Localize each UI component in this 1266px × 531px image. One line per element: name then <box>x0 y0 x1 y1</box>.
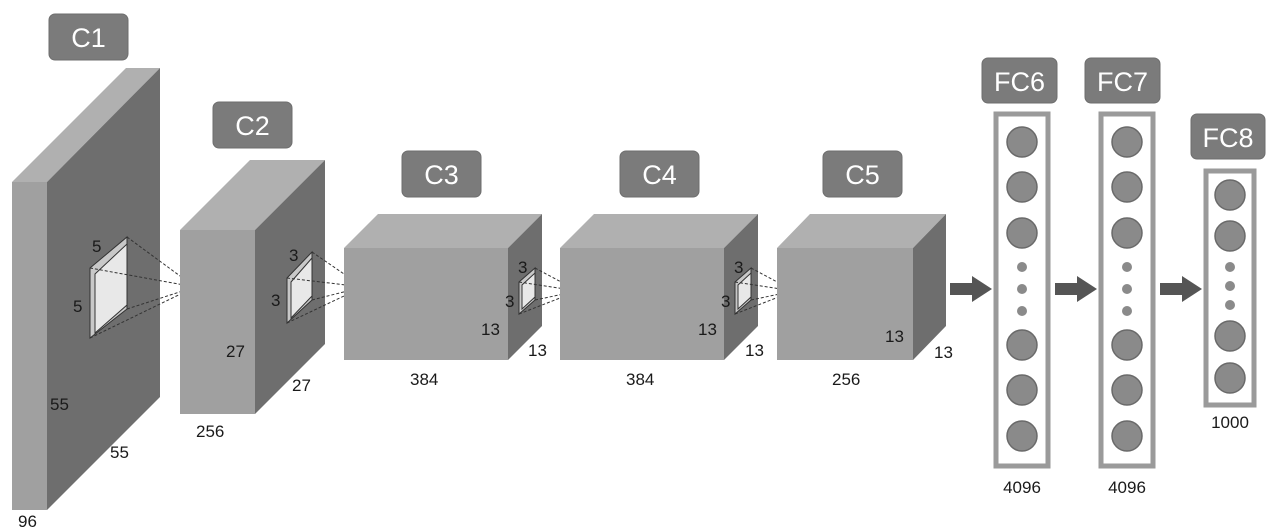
c5-label-box <box>822 150 903 198</box>
fc8-size: 1000 <box>1211 413 1249 432</box>
layer-c4: C4 3 3 13 13 384 <box>560 150 795 389</box>
c2-width: 27 <box>292 376 311 395</box>
c1-depth: 96 <box>18 512 37 531</box>
c4-front-face <box>560 248 724 360</box>
fc6-ellipsis-dot <box>1017 284 1027 294</box>
c2-top-face <box>180 160 325 230</box>
layer-c5: C5 13 13 256 <box>777 150 953 389</box>
fc7-ellipsis-dot <box>1122 306 1132 316</box>
c1-ray <box>89 286 196 339</box>
fc6-neuron <box>1006 126 1038 158</box>
c3-front-face <box>344 248 508 360</box>
fc7-ellipsis-dot <box>1122 262 1132 272</box>
c1-ray <box>126 286 196 310</box>
fc7-label: FC7 <box>1097 67 1148 97</box>
fc6-label: FC6 <box>994 67 1045 97</box>
c1-label: C1 <box>71 23 106 53</box>
c4-kernel-h: 3 <box>734 258 743 277</box>
fc8-ellipsis-dot <box>1225 281 1235 291</box>
c3-side-height: 13 <box>481 320 500 339</box>
fc7-size: 4096 <box>1108 478 1146 497</box>
c4-depth: 384 <box>626 370 654 389</box>
fc6-size: 4096 <box>1003 478 1041 497</box>
c1-front-face <box>12 182 47 510</box>
c2-ray <box>311 286 364 301</box>
c5-side-height: 13 <box>885 327 904 346</box>
c1-kernel-face <box>94 242 128 335</box>
fc7-neuron <box>1111 420 1143 452</box>
c2-height: 27 <box>226 342 245 361</box>
c1-kernel-h: 5 <box>92 237 101 256</box>
c4-kernel-w: 3 <box>721 292 730 311</box>
fc6-neuron <box>1006 217 1038 249</box>
fc6-to-fc7-arrow <box>1055 276 1097 302</box>
fc6-neuron <box>1006 171 1038 203</box>
c3-kernel-h: 3 <box>518 258 527 277</box>
c2-front-face <box>180 230 255 414</box>
c3-depth: 384 <box>410 370 438 389</box>
fc6-neuron <box>1006 329 1038 361</box>
c4-top-face <box>560 214 758 248</box>
fc7-ellipsis-dot <box>1122 284 1132 294</box>
fc8-neuron <box>1214 320 1246 352</box>
layer-fc8: FC8 1000 <box>1190 113 1266 432</box>
c5-front-face <box>777 248 913 360</box>
c5-depth: 256 <box>832 370 860 389</box>
fc7-neuron <box>1111 374 1143 406</box>
c1-top-face <box>12 68 160 182</box>
fc7-neuron <box>1111 126 1143 158</box>
fc7-neuron <box>1111 171 1143 203</box>
fc6-neuron <box>1006 420 1038 452</box>
layer-c2: C2 3 3 256 27 27 <box>180 101 364 441</box>
c4-side-height: 13 <box>698 320 717 339</box>
fc7-label-box <box>1084 57 1161 104</box>
c1-kernel-w: 5 <box>73 297 82 316</box>
c1-width: 55 <box>110 443 129 462</box>
c5-side-face <box>913 214 946 360</box>
c2-label: C2 <box>235 111 270 141</box>
c1-ray <box>89 267 196 288</box>
c1-height: 55 <box>50 395 69 414</box>
c1-label-box <box>48 13 129 61</box>
c5-side-width: 13 <box>934 343 953 362</box>
c3-label: C3 <box>424 160 459 190</box>
c5-top-face <box>777 214 946 248</box>
c3-label-box <box>401 150 482 198</box>
c3-top-face <box>344 214 542 248</box>
c5-label: C5 <box>845 160 880 190</box>
c3-side-width: 13 <box>528 341 547 360</box>
c2-ray <box>286 277 364 288</box>
layer-c1: C1 5 5 96 55 55 <box>12 13 196 531</box>
c2-depth: 256 <box>196 422 224 441</box>
fc6-neuron <box>1006 374 1038 406</box>
c4-label: C4 <box>642 160 677 190</box>
c2-kernel-h: 3 <box>289 246 298 265</box>
fc6-ellipsis-dot <box>1017 262 1027 272</box>
fc6-ellipsis-dot <box>1017 306 1027 316</box>
fc8-neuron <box>1214 179 1246 211</box>
fc7-neuron <box>1111 329 1143 361</box>
c3-kernel-w: 3 <box>505 292 514 311</box>
fc8-ellipsis-dot <box>1225 262 1235 272</box>
c5-to-fc6-arrow <box>950 276 992 302</box>
c3-kernel-face <box>521 271 536 311</box>
c2-kernel-w: 3 <box>271 291 280 310</box>
layer-fc6: FC6 4096 <box>981 57 1058 497</box>
fc8-label: FC8 <box>1202 123 1253 153</box>
c2-label-box <box>212 101 293 149</box>
fc8-label-box <box>1190 113 1266 160</box>
c4-kernel-face <box>737 271 752 311</box>
c2-kernel-face <box>290 256 313 320</box>
fc6-label-box <box>981 57 1058 104</box>
layer-fc7: FC7 4096 <box>1084 57 1161 497</box>
layer-c3: C3 3 3 13 13 384 <box>344 150 579 389</box>
c4-label-box <box>619 150 700 198</box>
fc7-to-fc8-arrow <box>1160 276 1202 302</box>
c4-side-width: 13 <box>745 341 764 360</box>
fc7-neuron <box>1111 217 1143 249</box>
fc8-neuron <box>1214 220 1246 252</box>
fc8-ellipsis-dot <box>1225 300 1235 310</box>
fc8-neuron <box>1214 362 1246 394</box>
